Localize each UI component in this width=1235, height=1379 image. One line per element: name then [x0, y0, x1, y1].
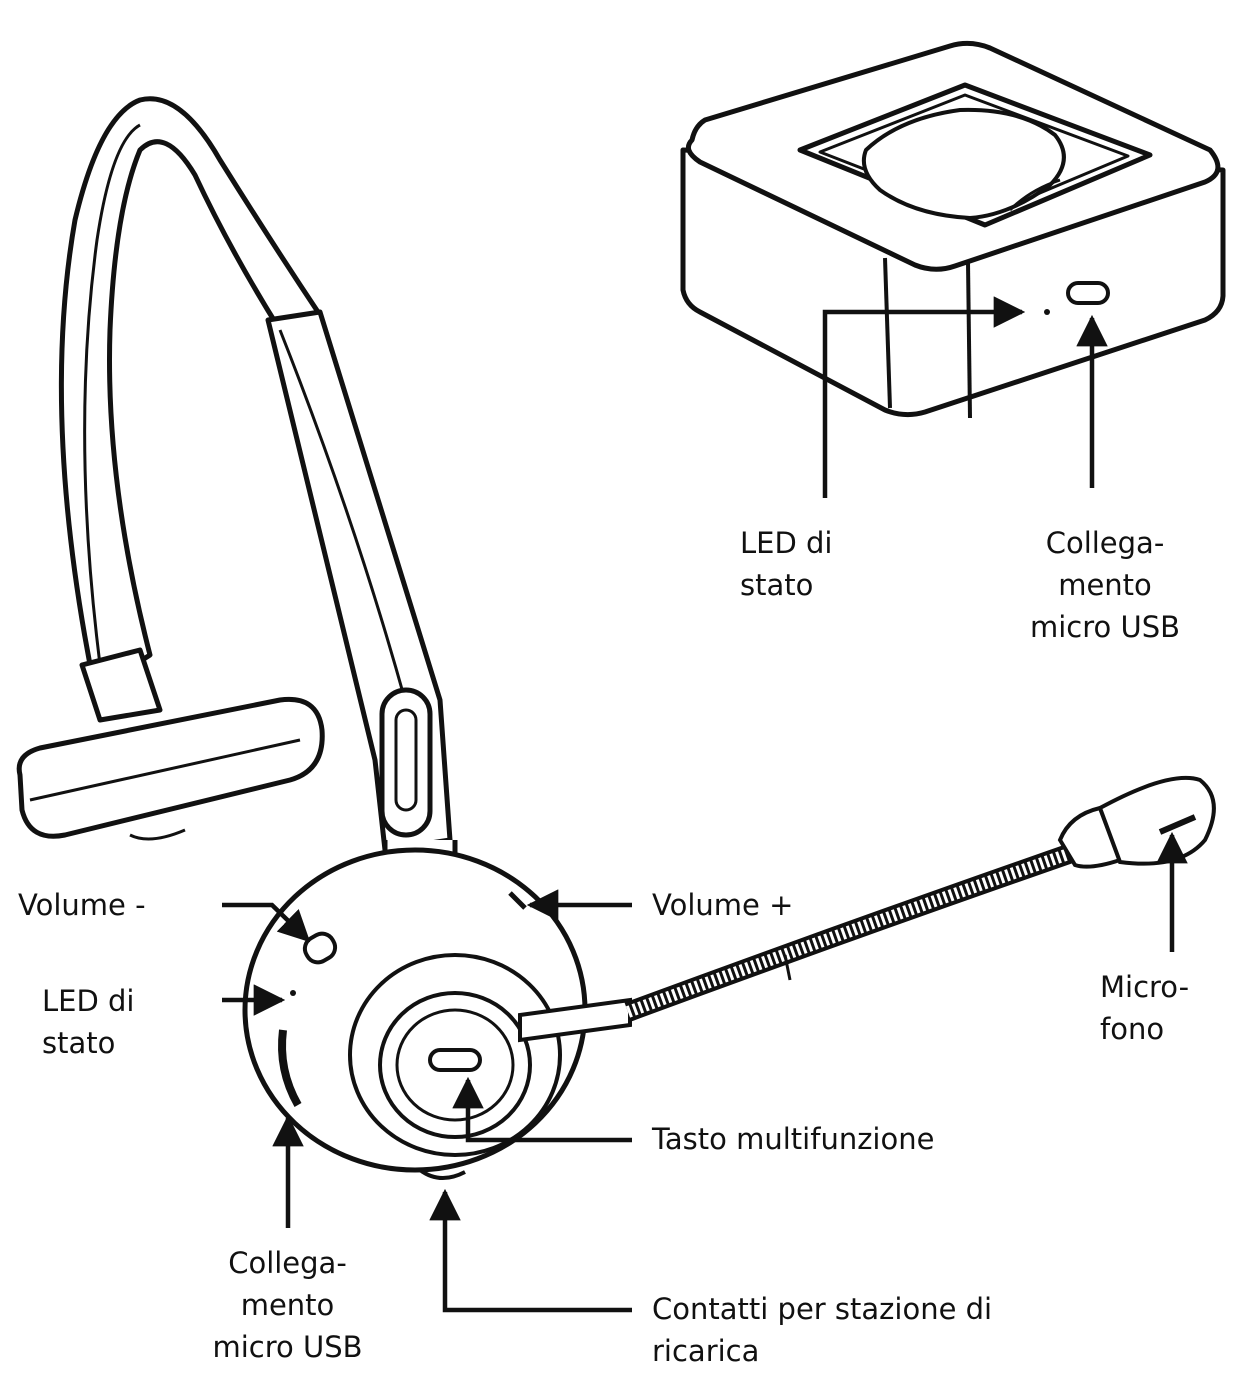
label-base-status-led: LED di stato — [740, 526, 833, 602]
label-volume-minus: Volume - — [18, 888, 146, 922]
label-headset-micro-usb: Collega- mento micro USB — [212, 1246, 363, 1364]
leader-volume-minus — [222, 902, 311, 943]
charging-base — [680, 40, 1226, 419]
leader-base-led — [822, 296, 1026, 498]
label-microphone: Micro- fono — [1100, 970, 1190, 1046]
label-charging-contacts: Contatti per stazione di ricarica — [652, 1292, 993, 1368]
label-base-micro-usb: Collega- mento micro USB — [1029, 526, 1181, 644]
leader-multifunction — [452, 1076, 632, 1143]
head-pad — [16, 647, 325, 841]
callout-leaders — [222, 296, 1188, 1313]
label-multifunction-button: Tasto multifunzione — [652, 1122, 935, 1156]
leader-charging-contacts — [429, 1188, 632, 1313]
label-headset-status-led: LED di stato — [42, 984, 135, 1060]
label-volume-plus: Volume + — [652, 888, 794, 922]
earcup — [242, 847, 588, 1180]
